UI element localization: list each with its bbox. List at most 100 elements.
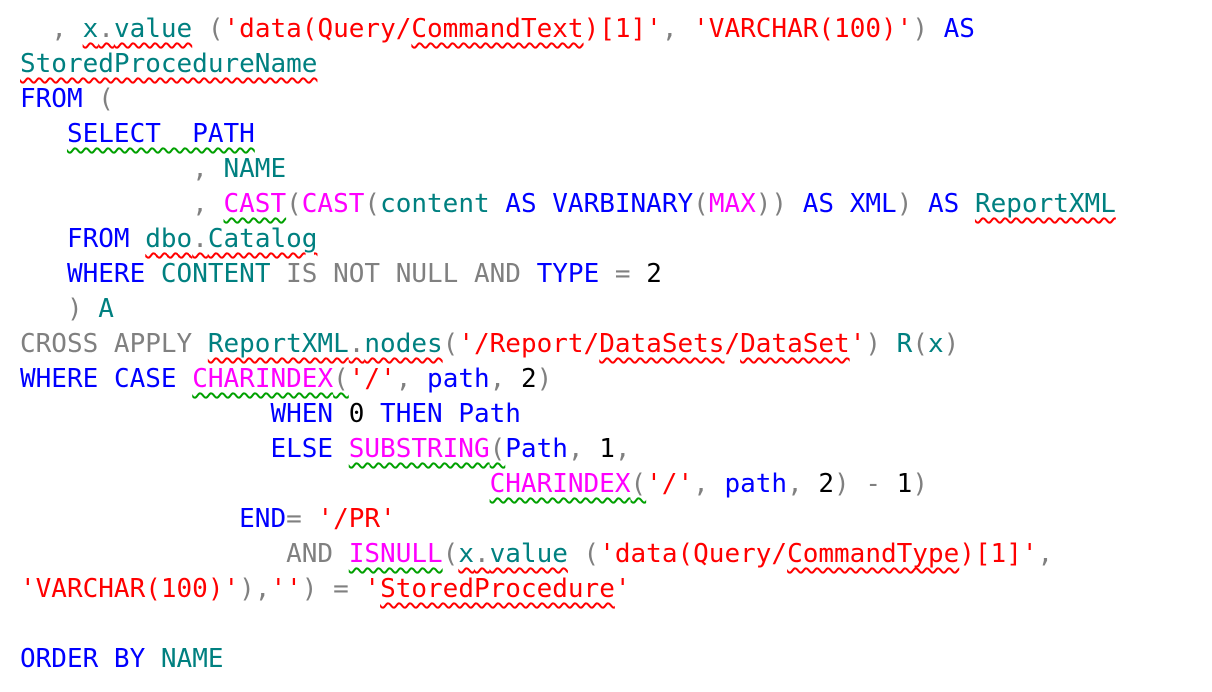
code-token (364, 399, 380, 429)
code-token: ) (912, 14, 944, 44)
code-line: WHERE CASE CHARINDEX('/', path, 2) (20, 362, 1212, 397)
code-token (490, 189, 506, 219)
code-token: ISNULL (348, 539, 443, 569)
code-line: FROM ( (20, 82, 1212, 117)
code-token: ) (536, 364, 553, 394)
code-token: / (724, 329, 741, 359)
code-token: AS (943, 14, 975, 44)
code-token: , (20, 14, 83, 44)
code-token: , (614, 434, 631, 464)
code-token: , (20, 189, 224, 219)
code-token: ) (912, 469, 928, 499)
code-token: MAX (708, 189, 756, 219)
code-token: CHARINDEX (192, 364, 334, 394)
code-token: . (98, 14, 114, 44)
code-line: , CAST(CAST(content AS VARBINARY(MAX)) A… (20, 187, 1212, 222)
code-token (834, 189, 850, 219)
code-token: CONTENT (160, 259, 271, 289)
code-token: Path (458, 399, 521, 429)
code-token: WHERE (66, 259, 146, 289)
code-token: ELSE (270, 434, 334, 464)
code-token (537, 189, 553, 219)
code-line: AND ISNULL(x.value ('data(Query/CommandT… (20, 537, 1212, 572)
code-token (145, 644, 161, 674)
code-token: CHARINDEX (489, 469, 631, 499)
code-token: ( (630, 469, 647, 499)
code-line: END= '/PR' (20, 502, 1212, 537)
code-token: = (286, 504, 318, 534)
code-token: AND (286, 539, 334, 569)
code-token (333, 399, 349, 429)
code-token: . (348, 329, 365, 359)
code-token: x (927, 329, 944, 359)
code-token: NAME (160, 644, 224, 674)
code-token: ( (192, 14, 224, 44)
code-token: ) (865, 329, 897, 359)
code-token: CAST (223, 189, 287, 219)
code-token: AS (928, 189, 960, 219)
code-line: WHERE CONTENT IS NOT NULL AND TYPE = 2 (20, 257, 1212, 292)
code-token: 'VARCHAR(100)' (693, 14, 913, 44)
code-line: , x.value ('data(Query/CommandText)[1]',… (20, 12, 1212, 47)
code-token: FROM (20, 84, 83, 114)
code-token: IS NOT NULL AND (286, 259, 521, 289)
code-token: DataSets (599, 329, 725, 359)
code-token (20, 469, 490, 499)
code-token (521, 259, 537, 289)
code-line: , NAME (20, 152, 1212, 187)
code-token: 'data(Query/ (223, 14, 412, 44)
code-token: )[1]' (583, 14, 662, 44)
code-token: ' (614, 574, 631, 604)
code-line: FROM dbo.Catalog (20, 222, 1212, 257)
code-token (20, 504, 239, 534)
code-line: WHEN 0 THEN Path (20, 397, 1212, 432)
code-token: CASE (113, 364, 177, 394)
code-token: CommandType (787, 539, 960, 569)
code-token (20, 119, 67, 149)
code-line (20, 607, 1212, 642)
code-token: '/' (646, 469, 694, 499)
code-token (177, 364, 193, 394)
code-line: CHARINDEX('/', path, 2) - 1) (20, 467, 1212, 502)
code-token: content (380, 189, 490, 219)
code-token: 'data(Query/ (599, 539, 788, 569)
code-token: XML (849, 189, 897, 219)
code-token: path (427, 364, 490, 394)
code-token: FROM (66, 224, 130, 254)
code-token: ReportXML (207, 329, 349, 359)
code-token: , (20, 154, 224, 184)
code-token: '' (270, 574, 302, 604)
code-token: , (395, 364, 428, 394)
code-token: path (724, 469, 788, 499)
code-token: ) (20, 294, 99, 324)
code-token: nodes (364, 329, 443, 359)
code-token: , (567, 434, 600, 464)
code-token: R (896, 329, 913, 359)
code-token: WHEN (270, 399, 334, 429)
code-token: dbo (145, 224, 193, 254)
code-token: TYPE (536, 259, 600, 289)
code-token (98, 364, 114, 394)
code-line: ) A (20, 292, 1212, 327)
code-token: SELECT PATH (66, 119, 255, 149)
code-token: 2 (646, 259, 662, 289)
code-token: ) (943, 329, 960, 359)
code-token: StoredProcedure (380, 574, 615, 604)
code-token: x (458, 539, 474, 569)
code-token: ORDER BY (20, 644, 146, 674)
code-token: . (473, 539, 490, 569)
code-token: ReportXML (974, 189, 1116, 219)
code-token: 2 (818, 469, 835, 499)
code-line: StoredProcedureName (20, 47, 1212, 82)
code-area[interactable]: , x.value ('data(Query/CommandText)[1]',… (20, 12, 1212, 677)
code-token: ' (849, 329, 866, 359)
code-token: 2 (520, 364, 537, 394)
code-token: '/' (348, 364, 396, 394)
code-token: CAST (301, 189, 365, 219)
code-token: ( (82, 84, 114, 114)
code-token (443, 399, 459, 429)
code-token (333, 434, 349, 464)
code-token: A (98, 294, 114, 324)
code-token: ) - (834, 469, 897, 499)
